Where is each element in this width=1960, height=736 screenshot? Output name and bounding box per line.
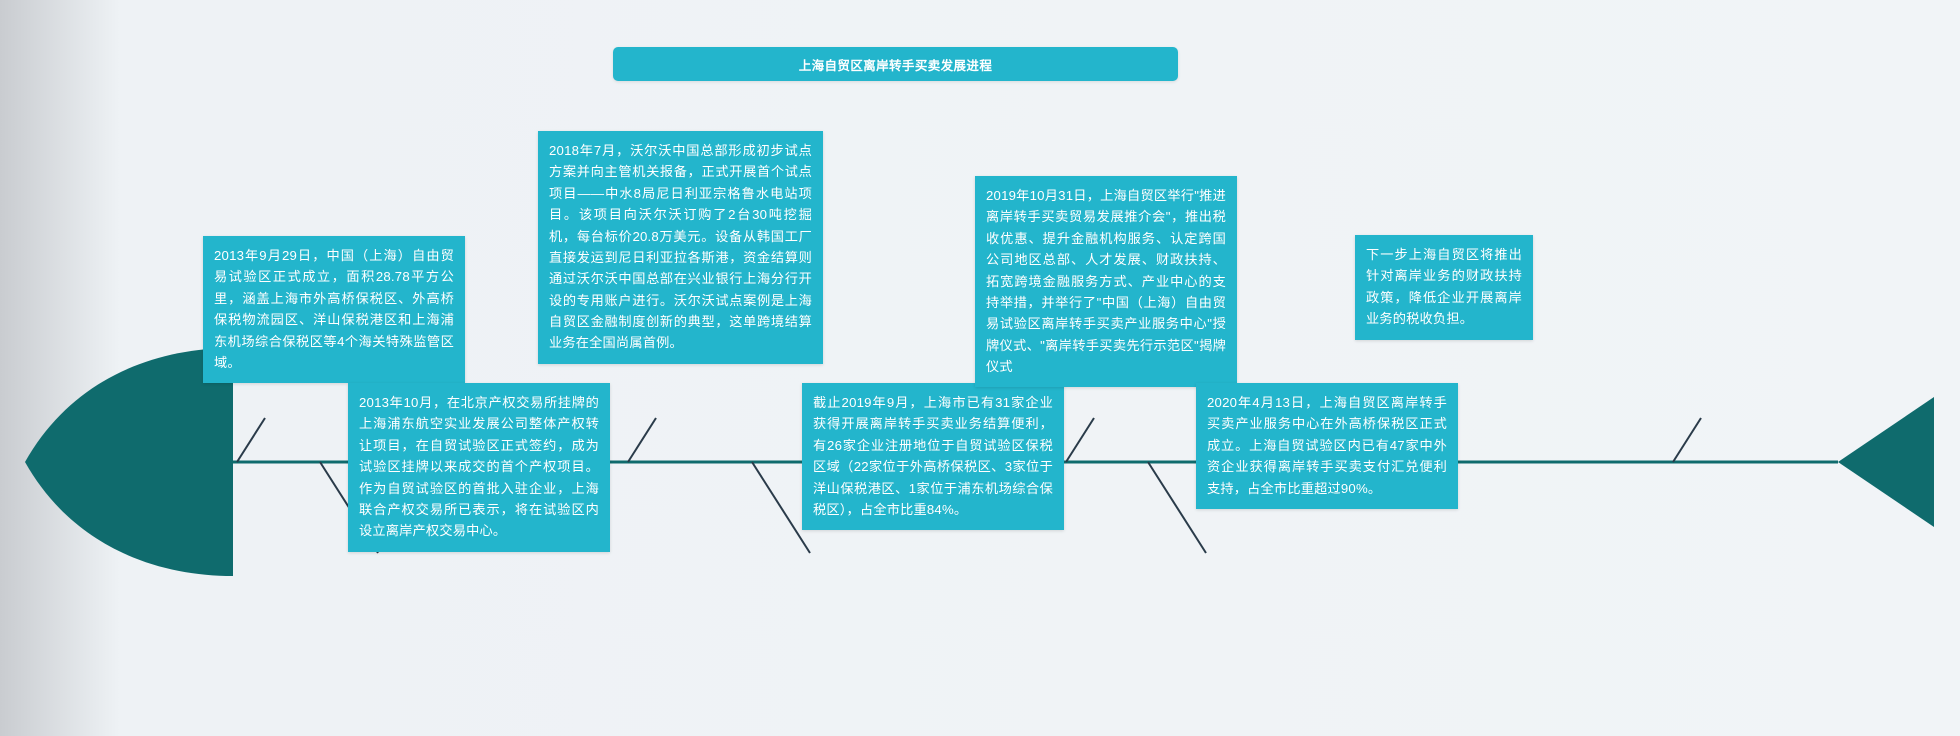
timeline-event-1-text: 2013年9月29日，中国（上海）自由贸易试验区正式成立，面积28.78平方公里… — [214, 248, 454, 370]
connector-event-3 — [627, 417, 657, 463]
connector-event-1 — [236, 417, 266, 463]
left-end-cap — [25, 348, 233, 576]
timeline-event-5[interactable]: 2019年10月31日，上海自贸区举行"推进离岸转手买卖贸易发展推介会"，推出税… — [975, 176, 1237, 388]
timeline-event-4-text: 截止2019年9月，上海市已有31家企业获得开展离岸转手买卖业务结算便利，有26… — [813, 395, 1053, 517]
timeline-event-6[interactable]: 2020年4月13日，上海自贸区离岸转手买卖产业服务中心在外高桥保税区正式成立。… — [1196, 383, 1458, 509]
page-title-text: 上海自贸区离岸转手买卖发展进程 — [798, 58, 993, 73]
timeline-event-3-text: 2018年7月，沃尔沃中国总部形成初步试点方案并向主管机关报备，正式开展首个试点… — [549, 143, 812, 351]
timeline-event-4[interactable]: 截止2019年9月，上海市已有31家企业获得开展离岸转手买卖业务结算便利，有26… — [802, 383, 1064, 531]
timeline-event-7-text: 下一步上海自贸区将推出针对离岸业务的财政扶持政策，降低企业开展离岸业务的税收负担… — [1366, 247, 1522, 327]
timeline-event-3[interactable]: 2018年7月，沃尔沃中国总部形成初步试点方案并向主管机关报备，正式开展首个试点… — [538, 131, 823, 364]
timeline-event-6-text: 2020年4月13日，上海自贸区离岸转手买卖产业服务中心在外高桥保税区正式成立。… — [1207, 395, 1447, 496]
timeline-event-2[interactable]: 2013年10月，在北京产权交易所挂牌的上海浦东航空实业发展公司整体产权转让项目… — [348, 383, 610, 552]
timeline-event-5-text: 2019年10月31日，上海自贸区举行"推进离岸转手买卖贸易发展推介会"，推出税… — [986, 188, 1226, 374]
right-end-cap — [1838, 397, 1934, 527]
timeline-event-2-text: 2013年10月，在北京产权交易所挂牌的上海浦东航空实业发展公司整体产权转让项目… — [359, 395, 599, 539]
timeline-event-1[interactable]: 2013年9月29日，中国（上海）自由贸易试验区正式成立，面积28.78平方公里… — [203, 236, 465, 384]
connector-event-7 — [1672, 417, 1702, 463]
connector-event-5 — [1065, 417, 1095, 463]
page-title: 上海自贸区离岸转手买卖发展进程 — [613, 47, 1178, 81]
timeline-event-7[interactable]: 下一步上海自贸区将推出针对离岸业务的财政扶持政策，降低企业开展离岸业务的税收负担… — [1355, 235, 1533, 340]
